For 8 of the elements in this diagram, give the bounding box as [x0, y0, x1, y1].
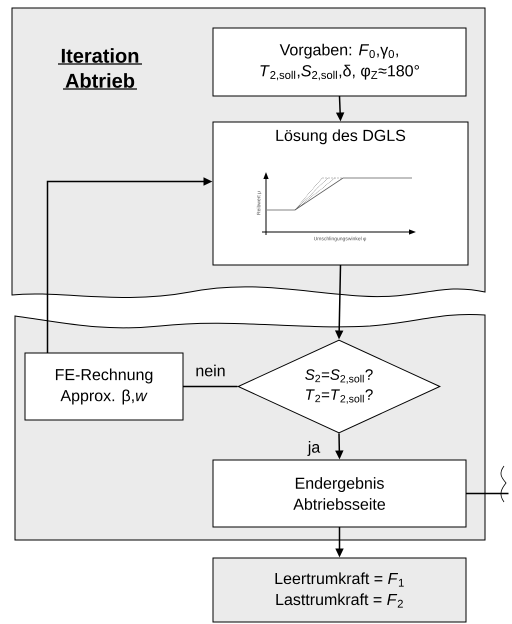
process-box: FE-Rechnung Approx. β,w	[24, 352, 184, 420]
connector-line	[466, 492, 508, 494]
edge-label: nein	[194, 364, 227, 378]
result-box: Leertrumkraft = F$_{1}$ Lasttrumkraft = F$_{2}$	[212, 558, 466, 622]
node-label: Iteration Abtrieb	[62, 48, 138, 88]
edge-label: ja	[306, 440, 322, 457]
input-box: Vorgaben: F$_{0}$,γ$_{0}$, T$_{2,soll}$,S$_{2,soll}$,δ, φ$_{Z}$≈180°	[212, 28, 466, 96]
process-box: Endergebnis Abtriebsseite	[212, 460, 466, 528]
